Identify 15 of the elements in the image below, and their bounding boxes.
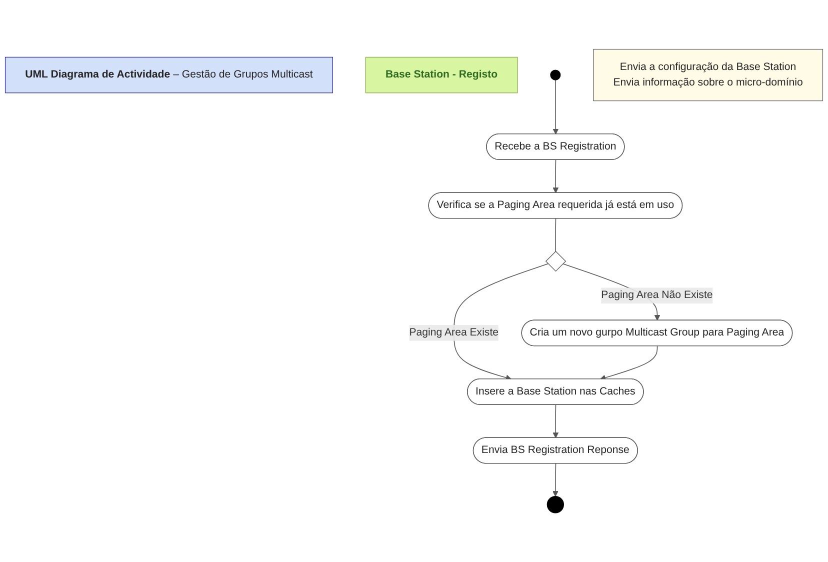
arrow: [552, 404, 559, 438]
node-box: Envia a configuração da Base Station Envia informação sobre o micro-domínio: [593, 48, 824, 102]
node-circle: [546, 496, 564, 514]
node-circle: [550, 70, 561, 80]
arrow: [552, 463, 558, 497]
arrow: [600, 346, 658, 380]
node-box: Base Station - Registo: [365, 56, 518, 94]
edge-label: Paging Area Existe: [409, 326, 499, 338]
arrow: [454, 263, 548, 380]
connector: [555, 218, 556, 252]
arrow: [552, 159, 559, 194]
arrow: [552, 80, 559, 134]
edge-label: Paging Area Não Existe: [601, 290, 713, 301]
node-diamond: [545, 250, 566, 272]
node-box: UML Diagrama de Actividade – Gestão de Grupos Multicast: [4, 56, 333, 94]
